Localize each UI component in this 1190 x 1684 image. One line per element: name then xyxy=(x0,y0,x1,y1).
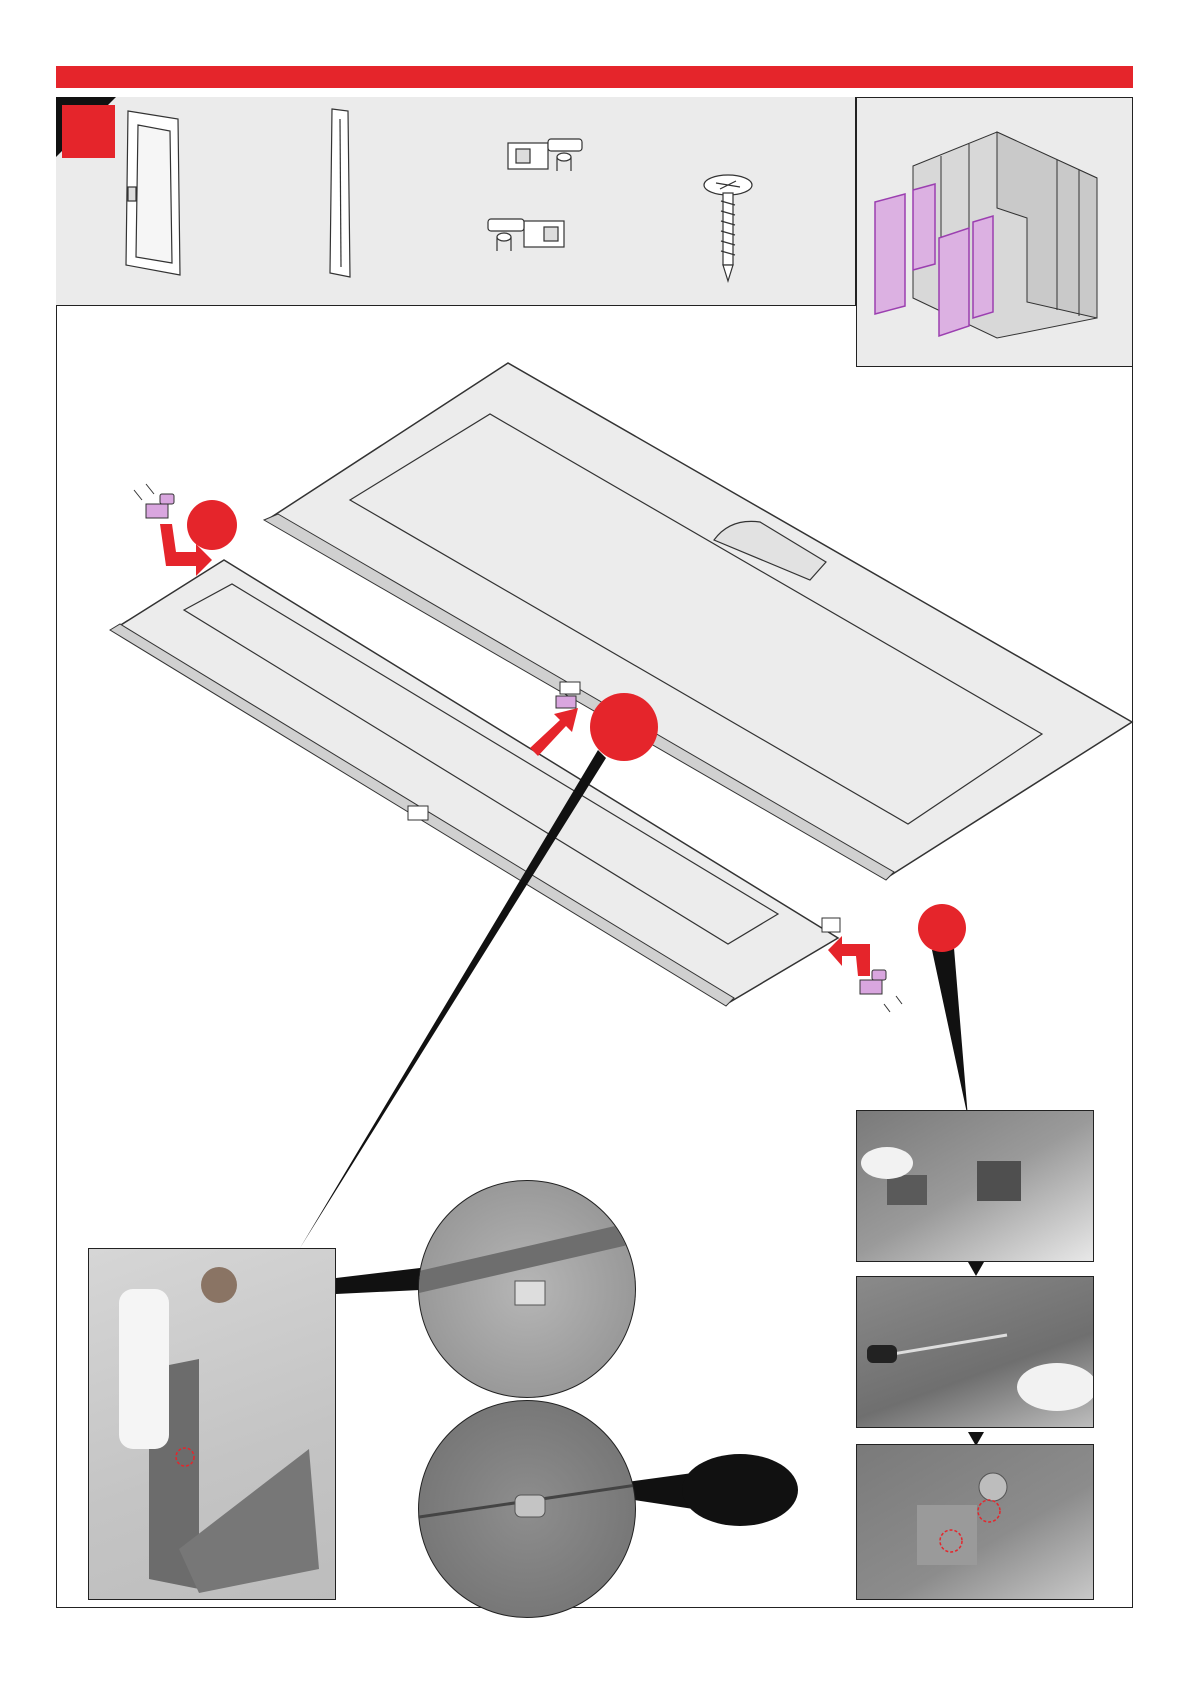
marker-c xyxy=(918,904,966,952)
photo-hinge-assembled xyxy=(418,1400,636,1618)
marker-b xyxy=(590,693,658,761)
photo-screws-highlighted xyxy=(856,1444,1094,1600)
callout-wedge xyxy=(336,1268,420,1294)
hardware-center xyxy=(556,696,576,708)
hardware-right xyxy=(860,970,902,1012)
photo-hinge-insert xyxy=(856,1110,1094,1262)
arrow-icon xyxy=(530,708,578,756)
hardware-top-left xyxy=(134,484,174,518)
photo-screwdriver xyxy=(856,1276,1094,1428)
arrow-icon xyxy=(828,936,870,976)
down-arrow xyxy=(968,1262,984,1276)
callout-oval xyxy=(682,1454,798,1526)
photo-worker-assembly xyxy=(88,1248,336,1600)
photo-hinge-closeup xyxy=(418,1180,636,1398)
marker-a xyxy=(187,500,237,550)
marker-c-callout xyxy=(918,904,968,1118)
